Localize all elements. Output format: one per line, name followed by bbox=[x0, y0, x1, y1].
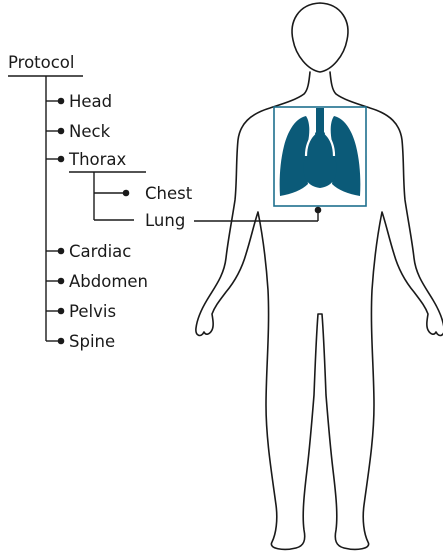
tree-item-spine[interactable]: Spine bbox=[46, 332, 115, 351]
body-head bbox=[292, 3, 348, 72]
tree-item-thorax-label: Thorax bbox=[68, 150, 127, 169]
tree-item-cardiac[interactable]: Cardiac bbox=[46, 242, 131, 261]
tree-item-chest-label: Chest bbox=[145, 184, 193, 203]
tree-item-thorax[interactable]: Thorax bbox=[46, 150, 146, 220]
tree-item-pelvis-label: Pelvis bbox=[69, 302, 116, 321]
tree-item-lung[interactable]: Lung bbox=[94, 211, 185, 230]
tree-item-abdomen[interactable]: Abdomen bbox=[46, 272, 148, 291]
tree-item-abdomen-label: Abdomen bbox=[69, 272, 148, 291]
trachea-heart bbox=[304, 108, 337, 188]
tree-item-chest[interactable]: Chest bbox=[94, 184, 193, 203]
tree-item-lung-label: Lung bbox=[145, 211, 185, 230]
tree-item-spine-label: Spine bbox=[69, 332, 115, 351]
tree-item-neck[interactable]: Neck bbox=[46, 122, 111, 141]
tree-item-cardiac-label: Cardiac bbox=[69, 242, 131, 261]
protocol-tree: Protocol Head Neck Thorax bbox=[8, 53, 193, 351]
tree-item-head-label: Head bbox=[69, 92, 112, 111]
lungs-icon bbox=[280, 108, 361, 196]
tree-item-neck-label: Neck bbox=[69, 122, 111, 141]
protocol-title: Protocol bbox=[8, 53, 75, 72]
tree-item-head[interactable]: Head bbox=[46, 92, 112, 111]
tree-item-pelvis[interactable]: Pelvis bbox=[46, 302, 116, 321]
human-body-figure bbox=[196, 3, 443, 549]
